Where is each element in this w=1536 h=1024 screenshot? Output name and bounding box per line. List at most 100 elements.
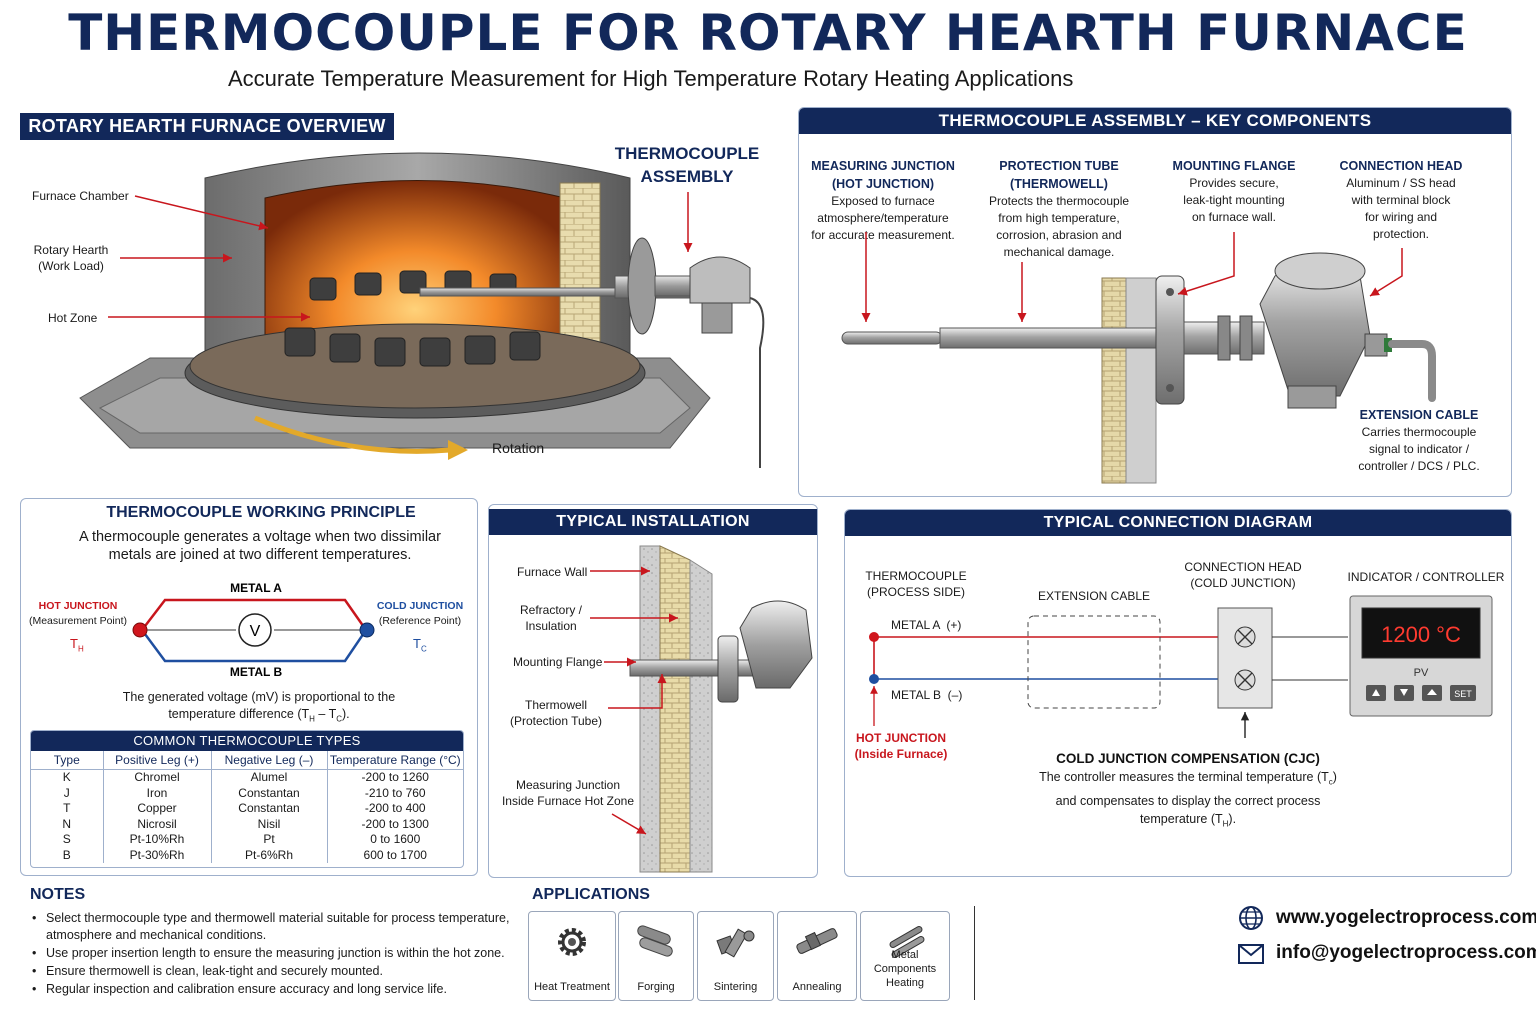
conn-metal-b-label: METAL B (–)	[891, 688, 963, 702]
app-label-metal-2: Heating	[886, 977, 924, 989]
cjc-line-2: and compensates to display the correct p…	[1055, 793, 1321, 808]
note-1b: atmosphere and mechanical conditions.	[46, 928, 267, 942]
cjc-line-1: The controller measures the terminal tem…	[1010, 768, 1366, 792]
table-cell: 600 to 1700	[363, 847, 427, 862]
controller-display	[1361, 607, 1481, 659]
tube-title-1: PROTECTION TUBE	[999, 159, 1119, 173]
table-cell: Alumel	[211, 769, 328, 786]
conn-label-thermocouple: THERMOCOUPLE (PROCESS SIDE)	[860, 568, 972, 600]
overview-heading: ROTARY HEARTH FURNACE OVERVIEW	[20, 113, 394, 140]
connection-head-icon	[689, 256, 751, 304]
connection-heading: TYPICAL CONNECTION DIAGRAM	[845, 510, 1511, 536]
voltmeter-icon	[238, 613, 272, 647]
voltage-note-2: temperature difference (TH – TC).	[30, 706, 488, 728]
rotation-label: Rotation	[492, 440, 544, 456]
flange-text-3: on furnace wall.	[1191, 210, 1277, 224]
table-cell: -200 to 1260	[361, 770, 429, 784]
conn-tc-2: (PROCESS SIDE)	[866, 585, 965, 599]
label-measuring-junction: Measuring Junction Inside Furnace Hot Zo…	[494, 777, 642, 809]
label-assembly-2: ASSEMBLY	[640, 167, 734, 186]
thermocouple-loop-diagram: METAL A V METAL B	[132, 581, 375, 679]
metal-b-label: METAL B	[230, 665, 283, 679]
installation-heading: TYPICAL INSTALLATION	[489, 509, 817, 535]
col-range: Temperature Range (°C)	[327, 751, 463, 770]
tc-symbol: TC	[413, 636, 427, 654]
install-head	[739, 600, 813, 689]
table-cell: K	[31, 769, 104, 786]
types-table-heading: COMMON THERMOCOUPLE TYPES	[31, 731, 463, 751]
controller-btn-set[interactable]	[1450, 685, 1476, 701]
overview-leader-lines	[108, 192, 693, 322]
terminal-block	[1217, 607, 1273, 709]
voltmeter-label: V	[250, 623, 261, 640]
cjc-1a: The controller measures the terminal tem…	[1039, 770, 1329, 784]
email-link[interactable]: info@yogelectroprocess.com	[1276, 942, 1536, 963]
hot-junction-sub: (Measurement Point)	[28, 615, 128, 627]
voltage-note-2-end: ).	[342, 707, 350, 721]
annealing-shaft-icon	[796, 928, 838, 954]
cold-junction-dot	[359, 622, 375, 638]
cjc-block: COLD JUNCTION COMPENSATION (CJC) The con…	[1010, 750, 1366, 833]
page-subtitle: Accurate Temperature Measurement for Hig…	[228, 66, 1074, 91]
voltage-note-2-mid: – T	[314, 707, 337, 721]
cold-junction-sub: (Reference Point)	[378, 615, 462, 627]
note-item: Ensure thermowell is clean, leak-tight a…	[30, 963, 510, 980]
voltage-note-2-h: H	[309, 714, 315, 724]
label-furnace-chamber: Furnace Chamber	[32, 189, 129, 203]
flange-text-2: leak-tight mounting	[1183, 193, 1285, 207]
label-furnace-wall: Furnace Wall	[517, 565, 588, 579]
cjc-title: COLD JUNCTION COMPENSATION (CJC)	[1056, 751, 1320, 766]
conn-label-indicator: INDICATOR / CONTROLLER	[1347, 570, 1505, 584]
label-rotary-hearth: Rotary Hearth (Work Load)	[26, 242, 116, 274]
rotation-arrow	[254, 415, 451, 454]
head-text-1: Aluminum / SS head	[1346, 176, 1456, 190]
wall-refractory	[659, 545, 691, 873]
notes-heading: NOTES	[30, 886, 86, 903]
head-text-2: with terminal block	[1351, 193, 1451, 207]
cable-text-2: signal to indicator /	[1368, 442, 1470, 456]
note-1a: Select thermocouple type and thermowell …	[46, 911, 510, 925]
table-cell: Nicrosil	[103, 816, 212, 832]
tube-text-1: Protects the thermocouple	[988, 194, 1130, 208]
measuring-title-1: MEASURING JUNCTION	[811, 159, 955, 173]
metal-b-wire	[140, 629, 368, 663]
controller-set-label: SET	[1454, 689, 1472, 699]
voltage-note-2a: temperature difference (T	[168, 707, 310, 721]
principle-intro-2: metals are joined at two different tempe…	[108, 547, 412, 563]
app-metal-components: Metal Components Heating	[860, 911, 950, 1001]
cable-text-1: Carries thermocouple	[1361, 425, 1477, 439]
table-cell: Chromel	[103, 769, 212, 786]
sintering-parts-icon	[715, 928, 754, 958]
cjc-1-sub: c	[1328, 777, 1333, 787]
label-refractory-1: Refractory /	[519, 603, 582, 617]
connection-wiring: 1200 °C PV SET	[869, 595, 1493, 738]
page-title: THERMOCOUPLE FOR ROTARY HEARTH FURNACE	[68, 4, 1468, 62]
website-link[interactable]: www.yogelectroprocess.com	[1276, 907, 1536, 928]
head-text-3: for wiring and	[1364, 210, 1438, 224]
table-cell: Nisil	[211, 816, 328, 832]
table-cell: S	[31, 832, 104, 848]
cold-junction-title: COLD JUNCTION	[376, 600, 464, 612]
extension-cable	[1388, 340, 1436, 402]
installation-illustration	[590, 545, 813, 873]
table-cell: -200 to 400	[364, 801, 426, 815]
hot-junction-title: HOT JUNCTION	[38, 600, 118, 612]
note-item: Regular inspection and calibration ensur…	[30, 981, 510, 998]
col-positive: Positive Leg (+)	[103, 751, 212, 770]
conn-head-2: (COLD JUNCTION)	[1190, 576, 1296, 590]
conn-hot-1: HOT JUNCTION	[856, 731, 946, 745]
component-extension-cable: EXTENSION CABLE Carries thermocouple sig…	[1346, 406, 1492, 475]
component-connection-head: CONNECTION HEAD Aluminum / SS head with …	[1328, 157, 1474, 243]
globe-icon	[1239, 906, 1263, 930]
label-hot-zone: Hot Zone	[48, 311, 98, 325]
label-thermocouple-assembly: THERMOCOUPLE ASSEMBLY	[612, 142, 762, 188]
wall-outer	[639, 545, 661, 873]
install-flange	[717, 635, 739, 703]
metal-a-label: METAL A	[230, 581, 282, 595]
gear-icon	[558, 928, 586, 956]
table-cell: Pt-6%Rh	[211, 847, 328, 863]
cold-junction-label: COLD JUNCTION (Reference Point)	[372, 599, 468, 629]
